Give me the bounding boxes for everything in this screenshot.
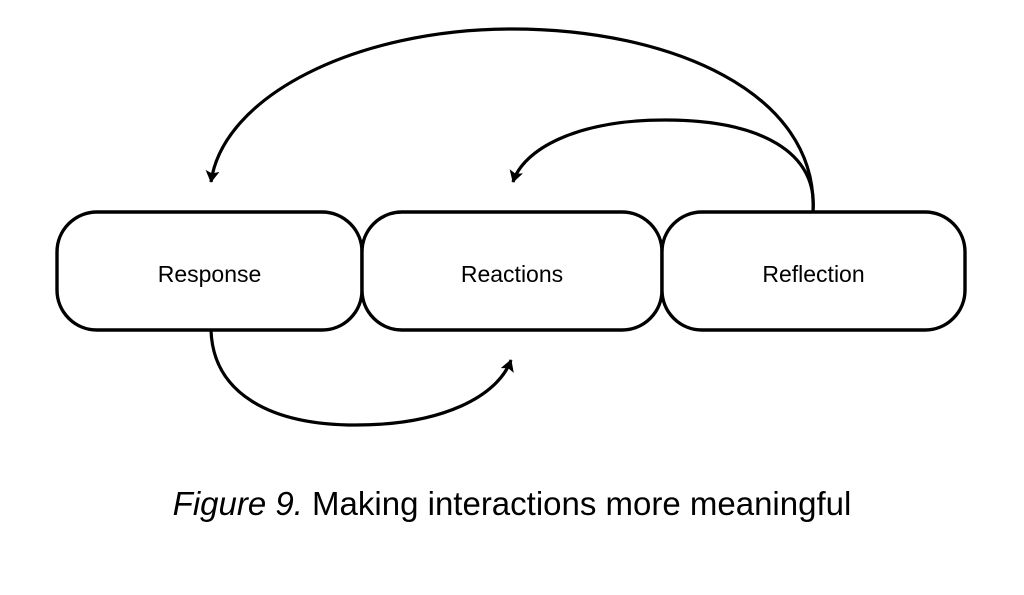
- figure-caption: Figure 9. Making interactions more meani…: [0, 483, 1024, 525]
- edge-response-to-reactions: [209, 329, 514, 427]
- node-reflection[interactable]: Reflection: [660, 210, 967, 332]
- node-reactions-label: Reactions: [461, 261, 563, 287]
- node-reflection-shape: [660, 210, 967, 332]
- node-reactions[interactable]: Reactions: [360, 210, 664, 332]
- node-response[interactable]: Response: [55, 210, 364, 332]
- edge-reflection-to-reactions: [509, 118, 815, 212]
- figure-caption-prefix: Figure 9.: [172, 485, 303, 522]
- edge-reflection-to-response: [205, 27, 815, 212]
- node-reflection-label: Reflection: [762, 261, 864, 287]
- node-response-label: Response: [158, 261, 262, 287]
- figure-caption-text: Making interactions more meaningful: [302, 485, 852, 522]
